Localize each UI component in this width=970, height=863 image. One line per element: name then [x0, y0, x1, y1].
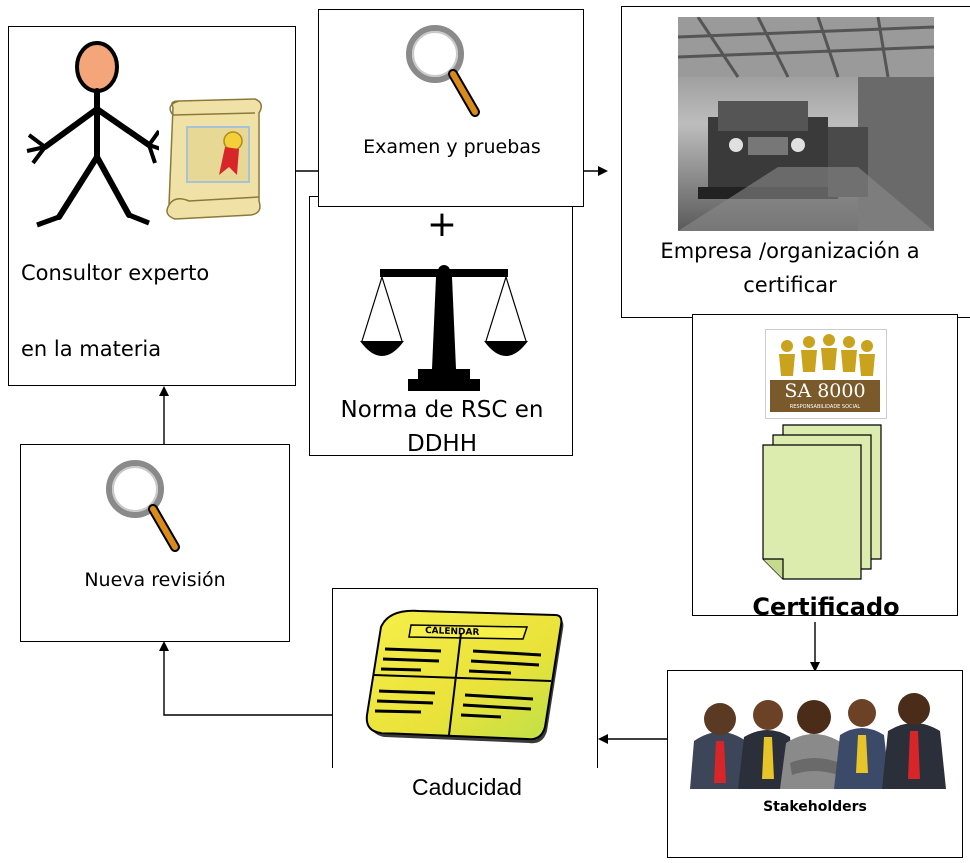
company-label-line1: Empresa /organización a — [660, 239, 920, 263]
calendar-icon — [365, 609, 564, 744]
certificate-scroll-icon — [166, 98, 262, 220]
exam-node: Examen y pruebas — [318, 9, 584, 207]
people-silhouettes-icon — [779, 334, 875, 376]
calendar-heading: CALENDAR — [424, 626, 480, 638]
business-people-icon — [690, 693, 946, 789]
company-label-line2: certificar — [743, 273, 837, 297]
scales-of-justice-icon — [360, 265, 528, 391]
company-node: Empresa /organización a certificar — [621, 6, 970, 318]
consultant-node: Consultor experto en la materia — [8, 26, 296, 386]
review-node: Nueva revisión — [20, 444, 290, 642]
factory-photo — [678, 17, 934, 231]
review-label: Nueva revisión — [84, 569, 226, 591]
sa8000-logo: SA 8000 RESPONSABILIDADE SOCIAL — [765, 329, 887, 419]
certificate-label: Certificado — [752, 593, 900, 616]
expiry-node: CALENDAR — [332, 588, 598, 768]
expiry-label: Caducidad — [412, 774, 522, 800]
norm-label-line2: DDHH — [406, 431, 477, 456]
sa8000-logo-text: SA 8000 — [784, 380, 866, 402]
arrow-expiry-to-review — [159, 641, 332, 716]
stick-figure-icon — [26, 41, 159, 228]
document-stack-icon — [762, 424, 882, 580]
stakeholders-node: Stakeholders — [667, 670, 963, 858]
sa8000-logo-subtext: RESPONSABILIDADE SOCIAL — [789, 404, 861, 410]
certificate-node: SA 8000 RESPONSABILIDADE SOCIAL Certific… — [692, 314, 958, 616]
norm-label-line1: Norma de RSC en — [340, 397, 544, 423]
consultant-label-line2: en la materia — [21, 337, 162, 361]
magnifier-icon — [106, 460, 180, 552]
magnifier-icon — [406, 25, 480, 117]
stakeholders-label: Stakeholders — [763, 799, 867, 815]
exam-label: Examen y pruebas — [363, 136, 541, 158]
norm-node: + Norma de RSC en DDHH — [309, 196, 573, 456]
plus-sign: + — [426, 204, 458, 245]
consultant-label-line1: Consultor experto — [21, 261, 210, 285]
